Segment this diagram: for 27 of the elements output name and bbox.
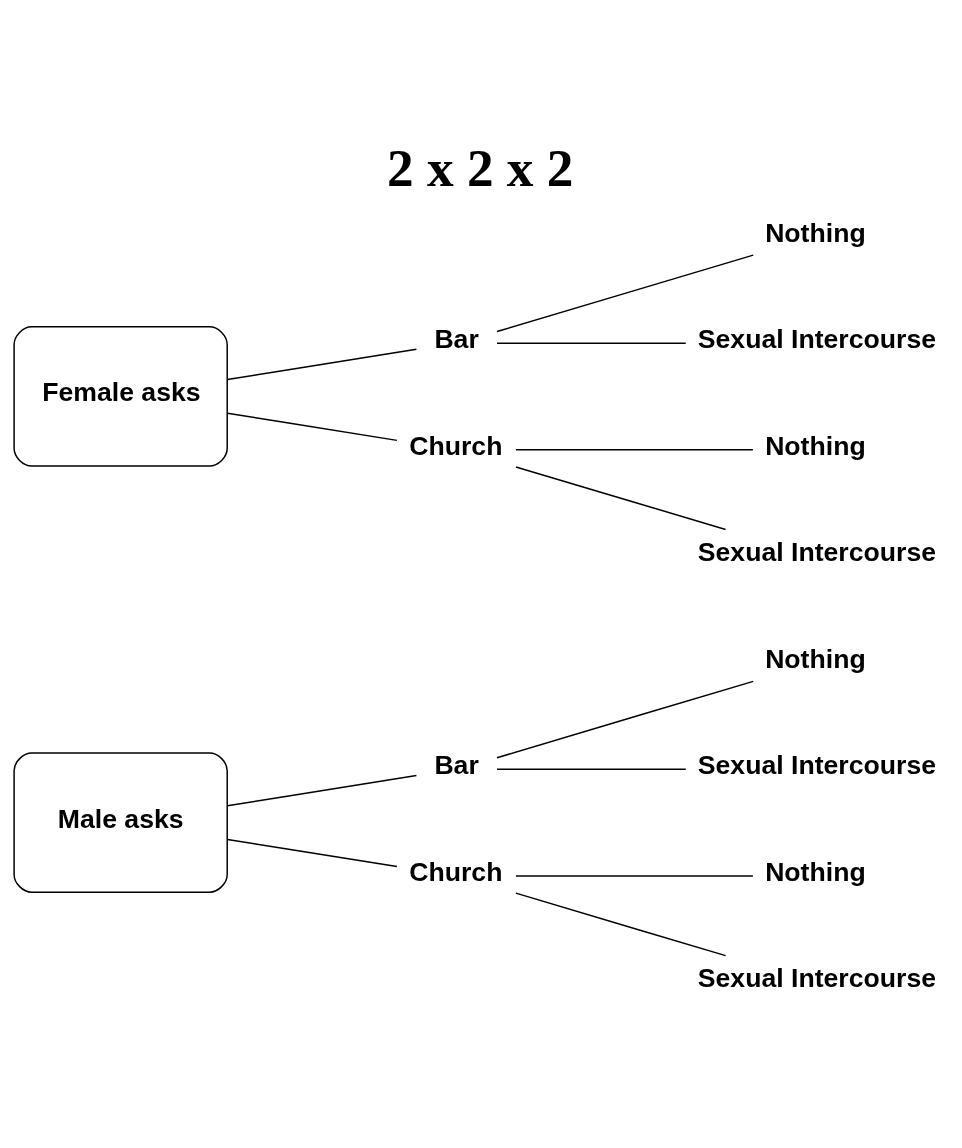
connector [515, 466, 727, 531]
node-text: Bar [434, 750, 479, 781]
connector [226, 348, 418, 381]
connector [515, 875, 754, 877]
node-text: Church [409, 856, 503, 887]
node-text: Bar [434, 324, 479, 355]
connector [226, 838, 398, 868]
connector [496, 768, 687, 771]
node-text: Church [409, 430, 503, 461]
connector [515, 448, 754, 451]
connector [515, 892, 727, 957]
connector [496, 342, 687, 344]
connector [496, 680, 754, 759]
connector [226, 774, 418, 807]
connector [496, 254, 754, 333]
node-text: Nothing [765, 856, 866, 887]
connector [226, 412, 398, 442]
diagram-title: 2 x 2 x 2 [387, 138, 574, 198]
node-text: Sexual Intercourse [697, 537, 937, 568]
node-text: Nothing [765, 217, 866, 248]
node-text: Sexual Intercourse [697, 324, 937, 355]
node-text: Nothing [765, 430, 866, 461]
node-text: Sexual Intercourse [697, 963, 937, 994]
node-text: Nothing [765, 643, 866, 674]
node-box: Female asks [13, 326, 228, 467]
node-box: Male asks [13, 752, 228, 893]
node-text: Sexual Intercourse [697, 750, 937, 781]
